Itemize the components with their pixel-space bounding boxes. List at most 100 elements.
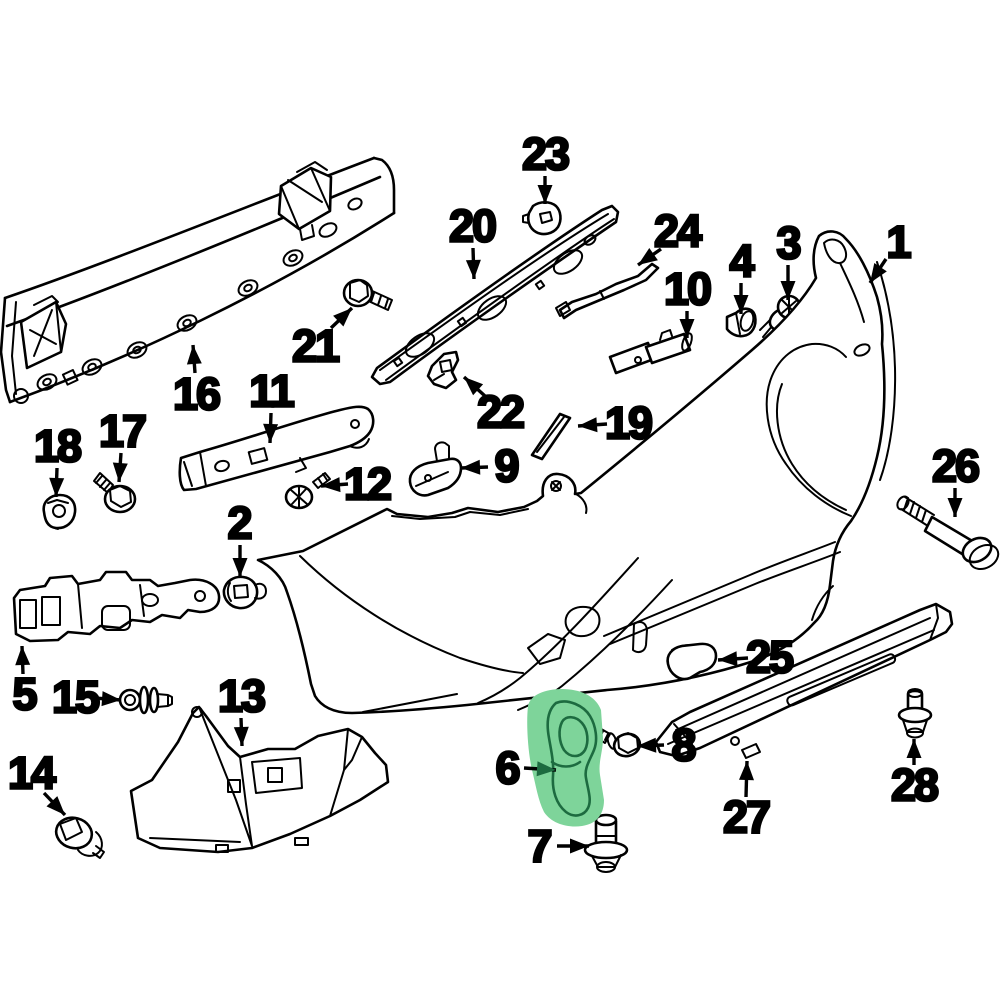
callout-10[interactable]: 10 bbox=[663, 262, 715, 339]
leader-arrowhead bbox=[461, 459, 481, 475]
part-number-6[interactable]: 6 bbox=[494, 741, 523, 795]
clip-2-drawing bbox=[222, 575, 267, 610]
nut-18-drawing bbox=[42, 493, 77, 530]
leader-arrowhead bbox=[15, 646, 31, 666]
callout-5[interactable]: 5 bbox=[11, 645, 40, 721]
leader-arrowhead bbox=[739, 761, 754, 781]
callout-20[interactable]: 20 bbox=[448, 199, 500, 280]
part-number-27[interactable]: 27 bbox=[722, 790, 774, 844]
leader-arrowhead bbox=[870, 263, 887, 283]
part-number-9[interactable]: 9 bbox=[493, 439, 522, 493]
stay-rod-drawing bbox=[555, 262, 660, 320]
bracket-22-drawing bbox=[426, 350, 460, 390]
leader-arrowhead bbox=[464, 377, 484, 396]
bracket-outline bbox=[546, 700, 598, 817]
leader-arrowhead bbox=[537, 185, 553, 204]
part-number-12[interactable]: 12 bbox=[343, 457, 395, 511]
part-number-16[interactable]: 16 bbox=[172, 367, 224, 421]
impact-bar-drawing bbox=[0, 156, 396, 404]
callout-21[interactable]: 21 bbox=[291, 306, 354, 373]
callout-6[interactable]: 6 bbox=[494, 741, 557, 795]
part-number-10[interactable]: 10 bbox=[663, 262, 715, 316]
part-number-11[interactable]: 11 bbox=[248, 364, 297, 418]
part-number-2[interactable]: 2 bbox=[226, 496, 255, 550]
leader-arrowhead bbox=[321, 477, 341, 493]
part-number-23[interactable]: 23 bbox=[521, 127, 573, 181]
leader-arrowhead bbox=[101, 691, 121, 707]
pad-25-drawing bbox=[666, 642, 718, 681]
part-number-25[interactable]: 25 bbox=[745, 630, 797, 684]
part-number-18[interactable]: 18 bbox=[33, 419, 85, 473]
callout-19[interactable]: 19 bbox=[577, 396, 656, 450]
highlight-blob bbox=[527, 689, 604, 827]
leader-arrowhead bbox=[233, 726, 249, 746]
diagram-line-art bbox=[0, 156, 1000, 873]
part-number-13[interactable]: 13 bbox=[217, 669, 269, 723]
callout-13[interactable]: 13 bbox=[217, 669, 269, 747]
callout-15[interactable]: 15 bbox=[51, 670, 122, 724]
grommet-14-drawing bbox=[54, 816, 105, 859]
leader-arrowhead bbox=[906, 739, 922, 758]
part-number-26[interactable]: 26 bbox=[931, 439, 983, 493]
cap-drawing bbox=[522, 200, 562, 236]
part-number-15[interactable]: 15 bbox=[51, 670, 103, 724]
part-number-3[interactable]: 3 bbox=[775, 216, 804, 270]
clip-15-drawing bbox=[118, 685, 173, 715]
part-number-28[interactable]: 28 bbox=[890, 758, 942, 812]
callout-2[interactable]: 2 bbox=[226, 496, 255, 578]
leader-arrowhead bbox=[637, 737, 657, 753]
bracket-9-drawing bbox=[408, 441, 463, 497]
screw-12-drawing bbox=[284, 472, 331, 510]
part-number-20[interactable]: 20 bbox=[448, 199, 500, 253]
leader-arrowhead bbox=[718, 651, 738, 667]
callout-3[interactable]: 3 bbox=[775, 216, 804, 301]
callout-25[interactable]: 25 bbox=[717, 630, 797, 684]
part-number-17[interactable]: 17 bbox=[98, 404, 150, 458]
part-number-14[interactable]: 14 bbox=[7, 746, 60, 800]
deflector-27-drawing bbox=[654, 602, 954, 759]
bumper-cover-drawing bbox=[256, 230, 897, 715]
clip-28-drawing bbox=[897, 688, 933, 739]
callout-17[interactable]: 17 bbox=[98, 404, 150, 483]
part-number-19[interactable]: 19 bbox=[604, 396, 656, 450]
part-number-24[interactable]: 24 bbox=[653, 204, 706, 258]
callout-16[interactable]: 16 bbox=[172, 344, 224, 421]
part-number-8[interactable]: 8 bbox=[670, 718, 699, 772]
callout-18[interactable]: 18 bbox=[33, 419, 85, 498]
callout-27[interactable]: 27 bbox=[722, 760, 774, 844]
leader-arrowhead bbox=[947, 498, 963, 517]
part-number-22[interactable]: 22 bbox=[476, 385, 528, 439]
leader-arrowhead bbox=[578, 417, 598, 433]
callout-1[interactable]: 1 bbox=[868, 215, 914, 284]
bolt-21-drawing bbox=[342, 278, 393, 311]
leader-arrowhead bbox=[570, 838, 589, 854]
part-number-7[interactable]: 7 bbox=[526, 819, 555, 873]
leader-arrowhead bbox=[232, 558, 248, 577]
part-number-5[interactable]: 5 bbox=[11, 667, 40, 721]
callout-28[interactable]: 28 bbox=[890, 739, 942, 812]
side-bracket-6-highlighted-drawing[interactable] bbox=[527, 689, 604, 827]
leader-arrowhead bbox=[46, 796, 65, 815]
leader-arrowhead bbox=[49, 477, 65, 497]
callout-26[interactable]: 26 bbox=[931, 439, 983, 518]
callout-14[interactable]: 14 bbox=[7, 746, 67, 817]
grommet-4-drawing bbox=[725, 307, 757, 338]
callout-11[interactable]: 11 bbox=[248, 364, 297, 444]
callout-22[interactable]: 22 bbox=[462, 375, 528, 439]
callout-4[interactable]: 4 bbox=[728, 234, 758, 315]
part-number-21[interactable]: 21 bbox=[291, 319, 343, 373]
side-bracket-5-drawing bbox=[12, 570, 221, 643]
callout-24[interactable]: 24 bbox=[637, 204, 706, 267]
clip-7-drawing bbox=[583, 813, 629, 873]
callout-8[interactable]: 8 bbox=[636, 718, 699, 772]
part-number-4[interactable]: 4 bbox=[728, 234, 758, 288]
part-number-1[interactable]: 1 bbox=[885, 215, 914, 269]
callout-7[interactable]: 7 bbox=[526, 819, 589, 873]
leader-arrowhead bbox=[536, 761, 556, 777]
retainer-10-drawing bbox=[608, 329, 693, 375]
bracket-inner-lobe bbox=[558, 715, 589, 758]
bolt-26-drawing bbox=[896, 495, 1000, 570]
callout-12[interactable]: 12 bbox=[320, 457, 395, 511]
callout-23[interactable]: 23 bbox=[521, 127, 573, 205]
callout-9[interactable]: 9 bbox=[460, 439, 522, 493]
